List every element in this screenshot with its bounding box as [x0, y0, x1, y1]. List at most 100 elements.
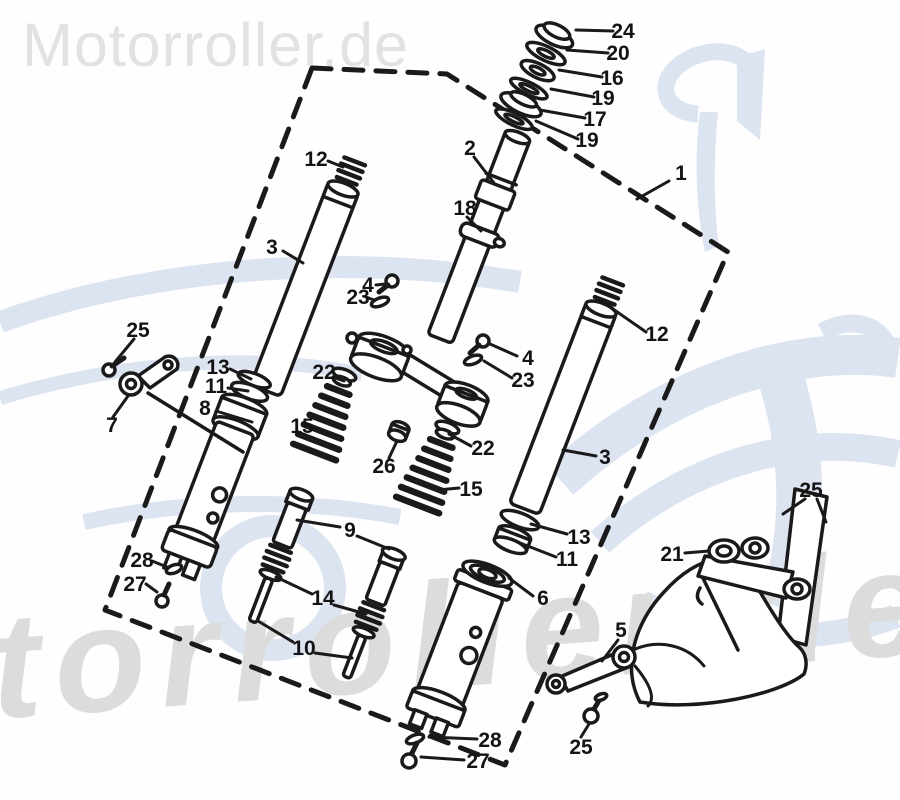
part-label-23: 23 [511, 369, 534, 392]
leader-line-9 [295, 518, 342, 529]
part-label-9: 9 [344, 519, 356, 542]
part-label-27: 27 [123, 573, 146, 596]
leader-line-2 [472, 155, 496, 185]
fork-tube-right [492, 275, 626, 556]
stem-collar [473, 178, 517, 212]
nut-16 [519, 58, 556, 83]
part-label-5: 5 [615, 619, 627, 642]
leader-line-3 [561, 448, 598, 458]
top-nut-24 [534, 21, 575, 50]
washer-23-upper [369, 295, 391, 309]
part-label-26: 26 [372, 455, 395, 478]
part-label-22: 22 [312, 361, 335, 384]
leader-line-9 [355, 534, 391, 551]
leader-line-27 [144, 582, 159, 594]
brake-stay-lever-7 [118, 354, 180, 397]
part-label-16: 16 [600, 67, 623, 90]
fender-assembly [545, 487, 829, 725]
part-label-19: 19 [591, 87, 614, 110]
leader-line-18 [465, 215, 483, 233]
leader-line-26 [387, 439, 399, 460]
bolt-27-bottom [400, 740, 420, 770]
part-label-28: 28 [130, 549, 154, 572]
leader-line-19 [534, 119, 580, 141]
leader-line-20 [565, 48, 610, 55]
leader-line-4 [374, 282, 387, 287]
leader-line-8 [214, 409, 254, 424]
part-label-13: 13 [567, 526, 590, 549]
pin-28-left [164, 562, 184, 576]
leader-line-3 [281, 249, 305, 265]
spring-12-right [592, 275, 626, 307]
part-label-14: 14 [311, 587, 335, 610]
leader-line-11 [518, 541, 558, 559]
part-label-25: 25 [799, 479, 823, 502]
leader-line-25 [781, 497, 807, 516]
leader-line-13 [529, 522, 569, 536]
fork-tube-left [250, 155, 368, 397]
bolt-4-right [462, 333, 491, 367]
dashed-frame [102, 65, 731, 768]
leader-line-28 [427, 735, 479, 741]
part-label-2: 2 [464, 137, 476, 160]
leader-line-1 [635, 179, 671, 201]
bolt-4-upper [369, 273, 400, 309]
leader-line-22 [447, 432, 473, 448]
leader-line-15 [436, 486, 461, 492]
leader-line-24 [574, 28, 615, 33]
part-label-18: 18 [453, 197, 477, 220]
leader-line-25 [815, 497, 828, 524]
part-label-15: 15 [290, 415, 314, 438]
part-label-7: 7 [106, 414, 118, 437]
leader-line-5 [600, 638, 620, 663]
part-label-10: 10 [292, 637, 315, 660]
leader-line-21 [683, 549, 711, 555]
leader-line-6 [507, 576, 535, 598]
fender-body [629, 558, 808, 707]
stay-arm-5 [545, 642, 706, 708]
leader-line-23 [482, 359, 514, 380]
part-label-1: 1 [675, 162, 687, 185]
leader-line-11 [226, 386, 250, 393]
bolt-25-left [101, 355, 127, 378]
fork-slider-right [405, 559, 514, 739]
part-label-13: 13 [206, 356, 229, 379]
part-label-15: 15 [459, 478, 483, 501]
part-label-3: 3 [266, 236, 278, 259]
part-label-4: 4 [522, 347, 534, 370]
part-label-28: 28 [478, 729, 502, 752]
steering-stem [427, 128, 532, 345]
part-label-22: 22 [471, 437, 494, 460]
spring-12-left [334, 155, 368, 187]
lower-triple-clamp [345, 331, 490, 428]
leader-line-15 [311, 426, 322, 434]
part-label-21: 21 [660, 543, 684, 566]
fender-bracket-21 [696, 536, 812, 601]
leader-line-12 [611, 307, 648, 334]
part-label-11: 11 [205, 375, 228, 398]
bolt-25-bottom [582, 691, 609, 725]
leader-line-14 [332, 603, 368, 616]
leader-line-7 [111, 394, 130, 419]
part-label-12: 12 [304, 148, 327, 171]
part-label-27: 27 [466, 750, 489, 773]
part-label-3: 3 [599, 446, 611, 469]
leader-line-12 [326, 159, 345, 169]
leader-line-14 [274, 575, 314, 596]
part-label-19: 19 [575, 129, 598, 152]
part-label-8: 8 [199, 397, 211, 420]
leader-line-10 [313, 651, 354, 660]
leader-line-27 [419, 755, 466, 762]
leader-line-25 [579, 722, 591, 739]
part-label-17: 17 [583, 108, 606, 131]
part-label-23: 23 [346, 286, 369, 309]
leader-line-19 [549, 87, 596, 99]
part-label-24: 24 [611, 20, 635, 43]
part-label-6: 6 [537, 587, 549, 610]
leader-line-28 [150, 559, 169, 569]
washer-23-right [462, 353, 484, 367]
leader-line-10 [256, 619, 295, 644]
leader-line-17 [538, 108, 587, 120]
